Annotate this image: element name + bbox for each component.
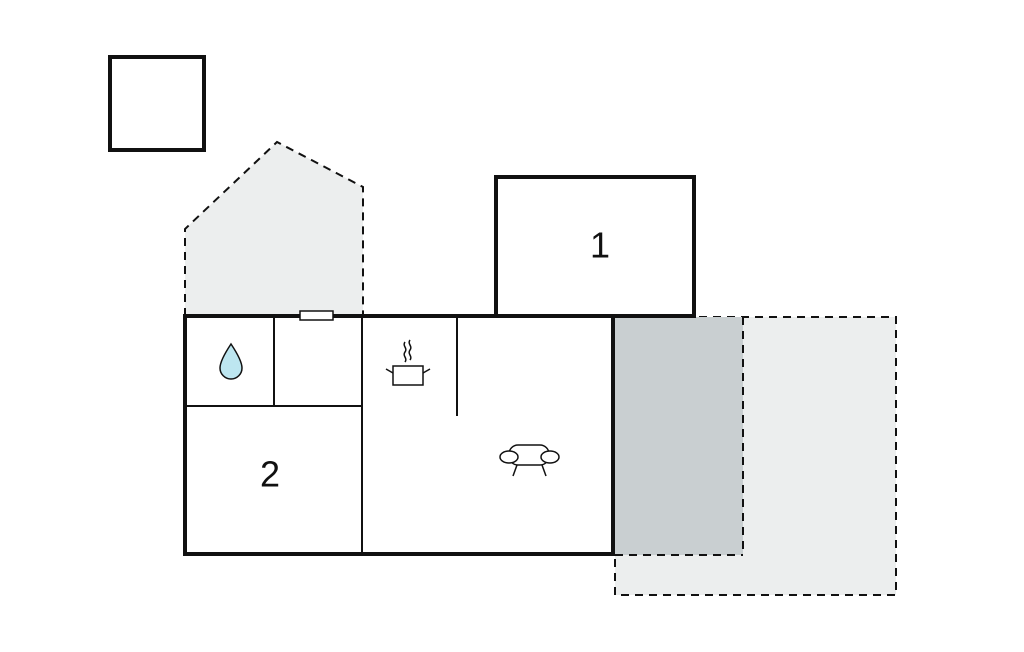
annex-outline [184, 140, 364, 317]
outbuilding [108, 55, 206, 152]
sofa-icon [499, 444, 560, 477]
water-drop-icon [219, 342, 243, 380]
room-label-2: 2 [260, 454, 280, 495]
window [299, 310, 334, 321]
covered-terrace [615, 317, 743, 555]
main-house-walls [183, 314, 615, 556]
bedroom-1-walls [494, 175, 696, 318]
room-label-1: 1 [590, 225, 610, 266]
cooking-pot-icon [385, 339, 431, 386]
